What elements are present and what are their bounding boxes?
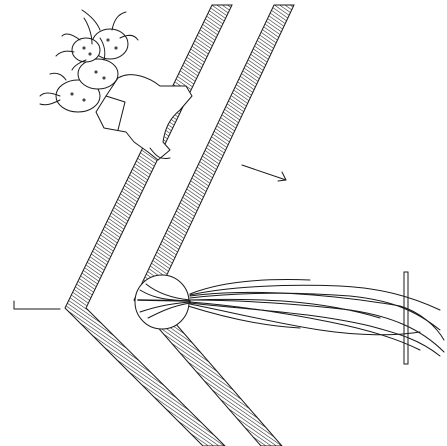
vertical-rod (404, 272, 408, 364)
right-direction-arrow (242, 165, 286, 181)
sprouting-tuber-cluster (40, 10, 192, 160)
left-direction-arrow (14, 301, 60, 309)
